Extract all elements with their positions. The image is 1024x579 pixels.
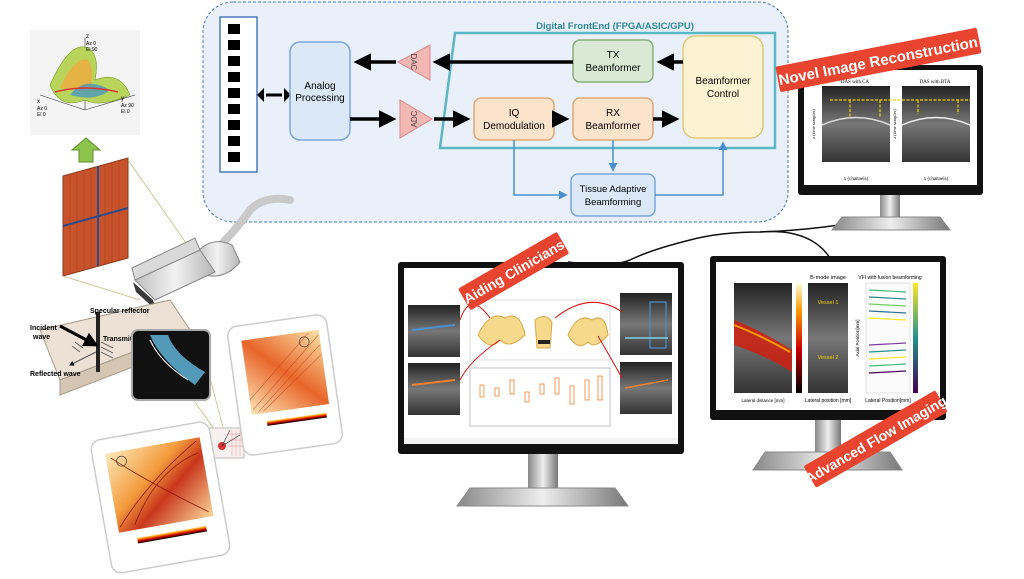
specular-reflector-label: Specular reflector	[90, 308, 150, 315]
physics-panel: z Az 0 El 90 x Az 0 El 0 y Az 90 El 0	[30, 30, 344, 574]
novel-ylabel-left: z (time samples)	[811, 109, 816, 139]
iq-demodulation-label-2: Demodulation	[483, 121, 545, 132]
flow-xlabel-left: Lateral distance [mm]	[741, 398, 784, 403]
beam-label-az90: Az 90	[121, 103, 134, 109]
rx-beamformer-box	[572, 97, 654, 141]
tx-beamformer-box	[572, 39, 654, 83]
reflected-wave-label: Reflected wave	[30, 371, 81, 378]
vessel2-label: Vessel 2	[818, 355, 839, 361]
tissue-adaptive-box	[570, 173, 656, 217]
tissue-adaptive-label-1: Tissue Adaptive	[580, 184, 647, 195]
vessel1-label: Vessel 1	[818, 300, 839, 306]
novel-xlabel-right: x (channels)	[924, 177, 949, 182]
heatmap-tile-right	[226, 314, 344, 456]
double-arrow-icon	[257, 88, 291, 102]
flow-xlabel-mid: Lateral position [mm]	[805, 398, 852, 404]
adc-label: ADC	[410, 110, 419, 127]
beam-pattern-plot: z Az 0 El 90 x Az 0 El 0 y Az 90 El 0	[30, 30, 140, 135]
probe-cable	[214, 194, 294, 252]
frontend-title: Digital FrontEnd (FPGA/ASIC/GPU)	[536, 21, 694, 32]
vfi-arrows	[868, 289, 907, 374]
ultrasound-probe-icon	[131, 237, 241, 310]
beam-label-el0a: El 0	[37, 112, 46, 118]
novel-ylabel-right: z (time samples)	[892, 109, 897, 139]
monitor-novel-image: DAS with CA DAS with BTA x (channels) x …	[798, 65, 983, 231]
beam-label-el90: El 90	[86, 47, 98, 53]
focus-grid-tile	[207, 427, 245, 459]
beam-label-z: z	[86, 34, 89, 40]
digital-frontend-frame	[438, 31, 777, 150]
tissue-adaptive-label-2: Beamforming	[585, 197, 642, 208]
das-ca-image	[822, 86, 890, 162]
das-bta-image	[902, 86, 970, 162]
boxplot-chart	[469, 367, 611, 427]
clinic-us-bottom-left	[408, 363, 460, 415]
flow-ylabel-right: Axial Position[mm]	[855, 319, 860, 356]
dac-triangle	[396, 44, 431, 81]
green-up-arrow-icon	[70, 137, 102, 163]
beam-label-x: x	[37, 99, 40, 105]
beamformer-control-box	[682, 35, 764, 139]
incident-wave-label-2: wave	[32, 334, 50, 341]
rx-beamformer-label-1: RX	[606, 108, 620, 119]
monitor-aiding-clinicians	[398, 262, 684, 507]
clinic-us-top-left	[408, 305, 460, 357]
transducer-array-tile	[62, 157, 129, 277]
beam-label-az0b: Az 0	[37, 106, 47, 112]
analog-processing-box	[289, 41, 351, 141]
iq-demodulation-label-1: IQ	[509, 108, 520, 119]
iq-demodulation-box	[473, 97, 555, 141]
signal-arrows	[350, 53, 683, 128]
monitor-advanced-flow: B-mode image Vessel 1 Vessel 2 VFI with …	[710, 256, 946, 471]
incident-wave-label-1: Incident	[30, 325, 58, 332]
curved-probe-image	[131, 329, 211, 401]
analog-processing-label-2: Processing	[295, 93, 344, 104]
block-diagram: Digital FrontEnd (FPGA/ASIC/GPU)	[202, 1, 789, 223]
spine-illustrations	[469, 299, 611, 361]
vfi-image	[865, 282, 911, 394]
beamformer-control-label-2: Control	[707, 89, 739, 100]
tx-beamformer-label-2: Beamformer	[585, 63, 641, 74]
novel-xlabel-left: x (channels)	[844, 177, 869, 182]
clinic-us-top-right	[620, 293, 672, 355]
bmode-image	[808, 283, 848, 393]
beamformer-control-label-1: Beamformer	[695, 76, 751, 87]
beam-label-az0a: Az 0	[86, 41, 96, 47]
beam-label-el0b: El 0	[121, 109, 130, 115]
adc-triangle	[399, 99, 433, 139]
bmode-title: B-mode image	[810, 275, 846, 281]
das-bta-title: DAS with BTA	[920, 80, 951, 85]
rx-beamformer-label-2: Beamformer	[585, 121, 641, 132]
flow-xlabel-right: Lateral Position[mm]	[865, 398, 911, 404]
beam-label-y: y	[121, 96, 124, 102]
tx-beamformer-label-1: TX	[607, 50, 620, 61]
transducer-array-icon	[219, 16, 258, 173]
vfi-title: VFI with fusion beamforming	[858, 275, 922, 281]
heatmap-tile-left	[90, 421, 231, 574]
analog-processing-label-1: Analog	[304, 81, 335, 92]
das-ca-title: DAS with CA	[841, 80, 870, 85]
feedback-arrows	[513, 140, 728, 200]
dac-label: DAC	[409, 54, 418, 71]
